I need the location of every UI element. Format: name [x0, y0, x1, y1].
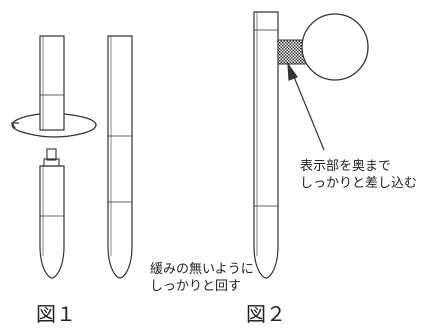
display-unit-circle [301, 13, 369, 81]
fig2-label: 図２ [246, 302, 286, 326]
rotation-arrow-icon [10, 113, 97, 138]
fig1-label: 図１ [36, 302, 76, 326]
fig1-caption-line2: しっかりと回す [150, 279, 242, 294]
fig2-caption-line2: しっかりと差し込む [300, 176, 418, 191]
insert-arrow-icon [287, 61, 325, 151]
display-unit-neck [277, 39, 307, 65]
fig1-lower-tube [39, 165, 65, 279]
fig1-assembled-rod [107, 35, 133, 279]
fig1-upper-tube [39, 35, 65, 131]
fig1-caption-line1: 緩みの無いように [150, 262, 254, 277]
fig1-connector [43, 148, 60, 167]
fig2-caption-line1: 表示部を奥まで [300, 159, 392, 174]
fig2-rod [253, 11, 279, 279]
